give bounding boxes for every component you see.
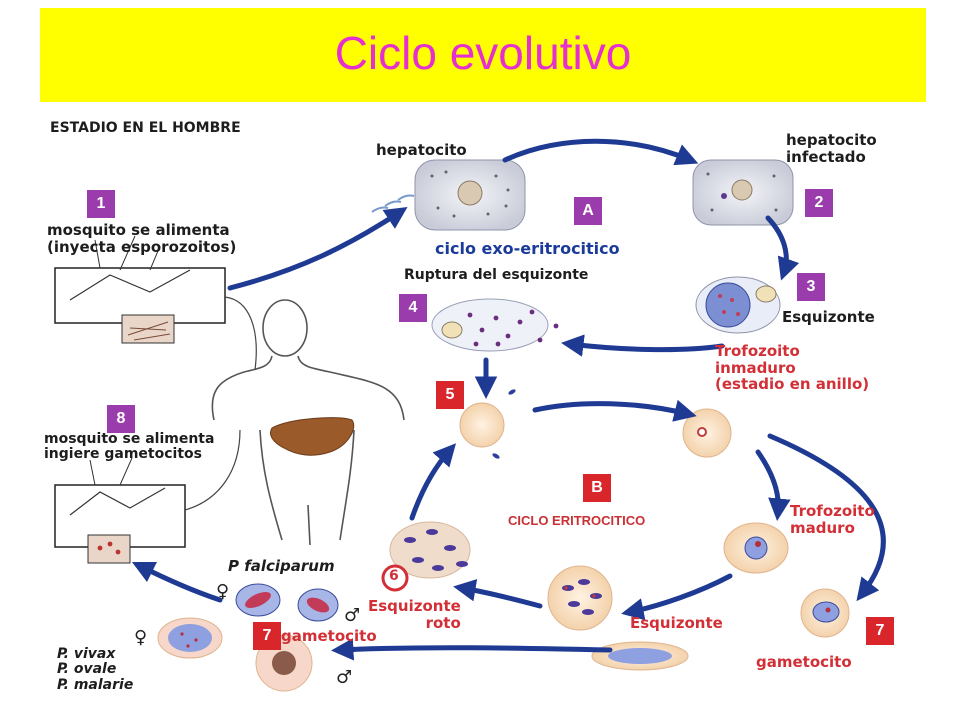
- erythrocytic-schizont-label: Esquizonte: [630, 614, 723, 632]
- step-badge-1: 1: [87, 190, 115, 218]
- mature-trophozoite-cell: [723, 522, 789, 574]
- red-blood-cell: [459, 402, 505, 448]
- gametocyte-label-left: gametocito: [281, 627, 377, 645]
- female-icon: ♀: [216, 581, 230, 602]
- falciparum-gametocytes: [235, 583, 339, 622]
- hepatocyte-cell: [414, 159, 526, 231]
- hepatic-schizont-label: Esquizonte: [782, 308, 875, 326]
- merozoites: [492, 389, 516, 459]
- step-badge-2: 2: [805, 189, 833, 217]
- gametocyte-cell-right: [800, 588, 850, 638]
- step-badge-7-right: 7: [866, 617, 894, 645]
- immature-trophozoite-label: Trofozoito inmaduro (estadio en anillo): [715, 342, 870, 393]
- gametocyte-label-right: gametocito: [756, 653, 852, 671]
- step-six-circle: [381, 564, 409, 592]
- infected-hepatocyte-cell: [692, 159, 794, 226]
- mosquito-injects-label: mosquito se alimenta (inyecta esporozoit…: [47, 221, 237, 256]
- step-badge-b: B: [583, 474, 611, 502]
- gametocyte-cell-bottom: [591, 641, 689, 671]
- mosquito-injecting-panel: [54, 235, 226, 344]
- mosquito-ingests-label: mosquito se alimenta ingiere gametocitos: [44, 431, 215, 463]
- bite-line-bottom: [184, 429, 241, 511]
- liver-icon: [270, 417, 355, 456]
- page-title: Ciclo evolutivo: [334, 27, 632, 79]
- female-icon: ♀: [134, 627, 148, 648]
- erythrocytic-cycle-label: CICLO ERITROCITICO: [508, 513, 646, 528]
- male-icon: ♂: [344, 605, 361, 626]
- cycle-arrows: [131, 138, 886, 661]
- title-banner: Ciclo evolutivo: [40, 8, 926, 102]
- mosquito-ingesting-panel: [54, 457, 186, 564]
- bite-line-top: [224, 296, 257, 371]
- step-badge-7-left: 7: [253, 622, 281, 650]
- exoerythrocytic-cycle-label: ciclo exo-eritrocitico: [435, 239, 620, 258]
- step-badge-4: 4: [399, 294, 427, 322]
- ruptured-schizont-rbc: [389, 521, 471, 579]
- human-silhouette: [211, 299, 405, 546]
- schizont-rupture-label: Ruptura del esquizonte: [404, 267, 589, 283]
- ruptured-schizont-label: Esquizonte roto: [368, 597, 461, 632]
- step-badge-5: 5: [436, 381, 464, 409]
- mature-trophozoite-label: Trofozoito maduro: [790, 502, 875, 537]
- erythrocytic-schizont-cell: [547, 565, 613, 631]
- stage-in-human-label: ESTADIO EN EL HOMBRE: [50, 120, 241, 136]
- step-badge-8: 8: [107, 405, 135, 433]
- male-icon: ♂: [336, 667, 353, 688]
- sporozoites: [371, 194, 415, 213]
- step-badge-3: 3: [797, 273, 825, 301]
- hepatic-schizont-cell: [695, 276, 781, 334]
- step-six-number: 6: [389, 568, 399, 584]
- hepatocyte-label: hepatocito: [376, 141, 467, 159]
- species-list-label: P. vivax P. ovale P. malarie: [57, 646, 134, 693]
- p-falciparum-label: P falciparum: [228, 557, 335, 575]
- infected-hepatocyte-label: hepatocito infectado: [786, 131, 877, 166]
- step-badge-a: A: [574, 197, 602, 225]
- ring-stage-cell: [682, 408, 732, 458]
- ruptured-schizont: [431, 298, 559, 352]
